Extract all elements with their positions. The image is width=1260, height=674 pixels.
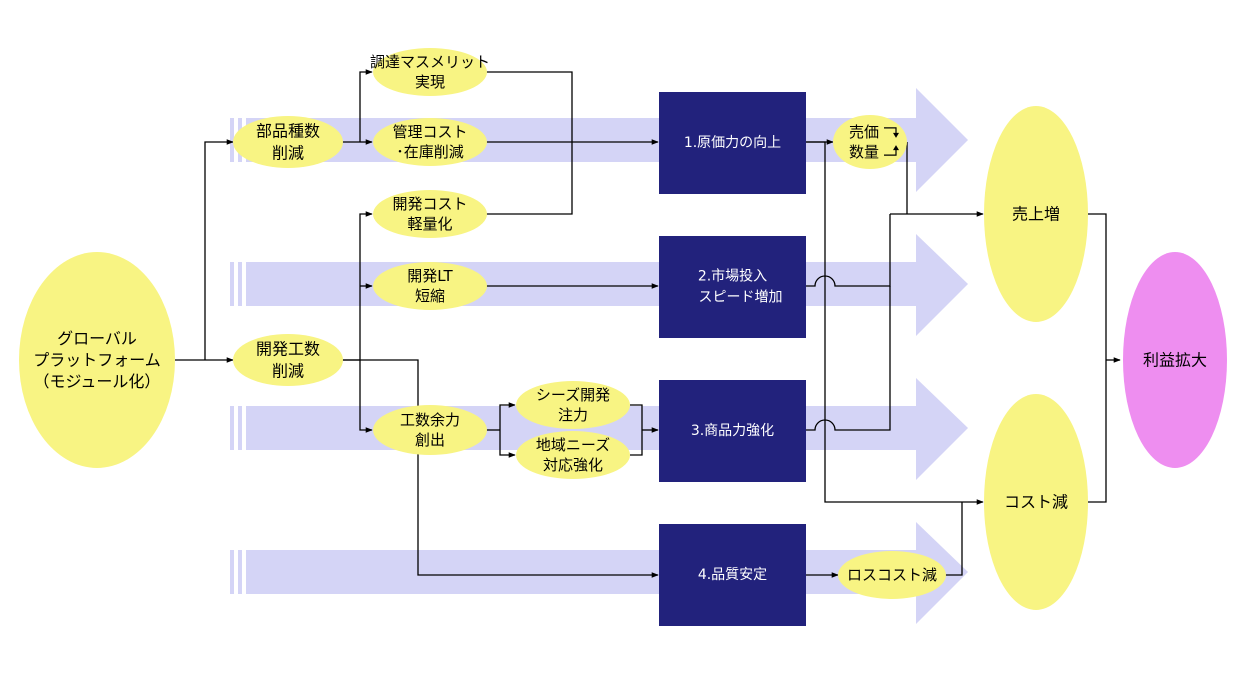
- effort_surplus-shape: [373, 405, 487, 455]
- procurement-shape: [373, 48, 487, 96]
- mgmt_cost-shape: [373, 118, 487, 166]
- node-profit: 利益拡大: [1123, 252, 1227, 468]
- price_qty-label-0: 売価: [849, 123, 879, 141]
- b4-label-0: 4.品質安定: [698, 567, 767, 583]
- conn-effort-to-b4: [342, 359, 659, 578]
- cost_down-shape: [984, 394, 1088, 610]
- b1-label-0: 1.原価力の向上: [684, 135, 781, 151]
- conn-sales-to-profit: [1088, 213, 1107, 503]
- global_platform-shape: [19, 252, 175, 468]
- dev_effort_reduction-label-1: 削減: [272, 361, 304, 380]
- conn-surplus-to-seeds: [499, 402, 516, 430]
- parts_reduction-shape: [233, 116, 343, 168]
- conn-procurement-join: [480, 71, 573, 215]
- node-mgmt-cost: 管理コスト ･在庫削減: [373, 118, 487, 166]
- regional-label-0: 地域ニーズ: [536, 436, 610, 454]
- node-sales-up: 売上増: [984, 106, 1088, 322]
- loss_cost-label-0: ロスコスト減: [847, 566, 937, 584]
- b2-shape: [659, 236, 806, 338]
- parts_reduction-label-0: 部品種数: [256, 122, 320, 141]
- effort_surplus-label-0: 工数余力: [400, 411, 460, 429]
- box-quality-stability: 4.品質安定: [659, 524, 806, 626]
- conn-b3-to-sales: [806, 286, 891, 431]
- sales_up-label-0: 売上増: [1012, 205, 1060, 224]
- effort_surplus-label-1: 創出: [415, 431, 445, 449]
- dev_lt-label-0: 開発LT: [407, 267, 453, 285]
- band-arrow-4: [230, 522, 968, 624]
- price_qty-label-1: 数量: [849, 143, 879, 161]
- box-cost-competitiveness: 1.原価力の向上: [659, 92, 806, 194]
- connectors: [175, 69, 1121, 578]
- procurement-label-0: 調達マスメリット: [370, 53, 490, 71]
- band-arrow-2: [230, 234, 968, 336]
- regional-shape: [516, 431, 630, 479]
- parts_reduction-label-1: 削減: [272, 143, 304, 162]
- node-dev-lt: 開発LT 短縮: [373, 262, 487, 310]
- sales_up-shape: [984, 106, 1088, 322]
- dev_cost-label-1: 軽量化: [407, 215, 452, 233]
- dev_lt-label-1: 短縮: [415, 287, 445, 305]
- b1-shape: [659, 92, 806, 194]
- b4-shape: [659, 524, 806, 626]
- box-product-strength: 3.商品力強化: [659, 380, 806, 482]
- up-trend-icon-head: [893, 132, 899, 138]
- conn-b1-to-cost: [806, 141, 984, 505]
- b3-label-0: 3.商品力強化: [691, 423, 774, 439]
- regional-label-1: 対応強化: [543, 456, 603, 474]
- cost_down-label-0: コスト減: [1004, 493, 1068, 512]
- dev_cost-shape: [373, 190, 487, 238]
- procurement-label-1: 実現: [415, 73, 445, 91]
- up-trend-icon: [884, 127, 897, 135]
- conn-surplus-to-regional: [499, 430, 516, 458]
- up-arrow-icon-head: [893, 145, 899, 151]
- b2-label-1: スピード増加: [699, 290, 783, 306]
- dev_effort_reduction-shape: [233, 334, 343, 386]
- b3-shape: [659, 380, 806, 482]
- global_platform-label-0: グローバル: [57, 329, 137, 348]
- profit-shape: [1123, 252, 1227, 468]
- mgmt_cost-label-0: 管理コスト: [392, 123, 467, 141]
- seeds-shape: [516, 381, 630, 429]
- conn-effort-to-surplus: [359, 360, 373, 433]
- up-arrow-icon: [884, 148, 897, 156]
- profit-label-0: 利益拡大: [1143, 351, 1207, 370]
- mgmt_cost-label-1: ･在庫削減: [396, 143, 464, 161]
- seeds-label-0: シーズ開発: [536, 386, 610, 404]
- node-cost-down: コスト減: [984, 394, 1088, 610]
- global_platform-label-2: （モジュール化）: [34, 372, 161, 391]
- global_platform-label-1: プラットフォーム: [33, 351, 161, 370]
- dev_lt-shape: [373, 262, 487, 310]
- conn-loss-to-cost: [945, 502, 963, 576]
- seeds-label-1: 注力: [558, 406, 588, 424]
- conn-b2-to-sales: [806, 214, 891, 287]
- b2-label-0: 2.市場投入: [698, 268, 767, 285]
- node-loss-cost: ロスコスト減: [838, 551, 946, 599]
- loss_cost-shape: [838, 551, 946, 599]
- conn-platform-to-parts: [204, 139, 234, 360]
- dev_cost-label-0: 開発コスト: [392, 195, 467, 213]
- dev_effort_reduction-label-0: 開発工数: [256, 340, 320, 359]
- conn-parts-to-procurement: [359, 69, 373, 142]
